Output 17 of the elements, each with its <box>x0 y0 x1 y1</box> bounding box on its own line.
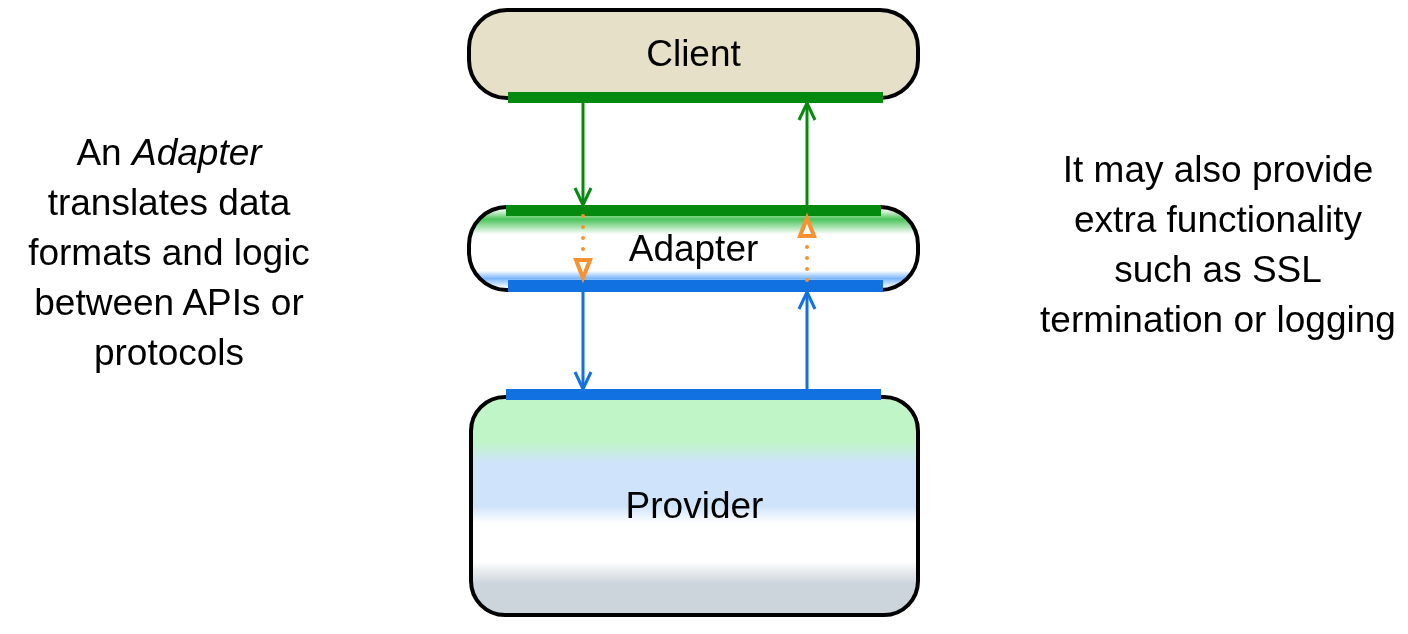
arrow <box>573 292 593 391</box>
note-text: An Adapter translates data formats and logic between APIs or protocols <box>27 131 311 375</box>
arrow <box>798 214 816 282</box>
arrow <box>797 101 817 205</box>
note-text: It may also provide extra functionality such as SSL termination or logging <box>1039 148 1397 342</box>
arrow <box>797 290 817 389</box>
arrow <box>574 214 592 282</box>
node-label: Client <box>646 33 741 75</box>
interface-bar <box>508 92 883 103</box>
node-label: Provider <box>625 485 764 527</box>
interface-bar <box>508 280 883 292</box>
node-label: Adapter <box>628 227 759 270</box>
arrow <box>573 103 593 207</box>
component-box <box>467 8 920 100</box>
component-box <box>469 395 920 617</box>
interface-bar <box>506 389 881 400</box>
interface-bar <box>506 205 881 216</box>
